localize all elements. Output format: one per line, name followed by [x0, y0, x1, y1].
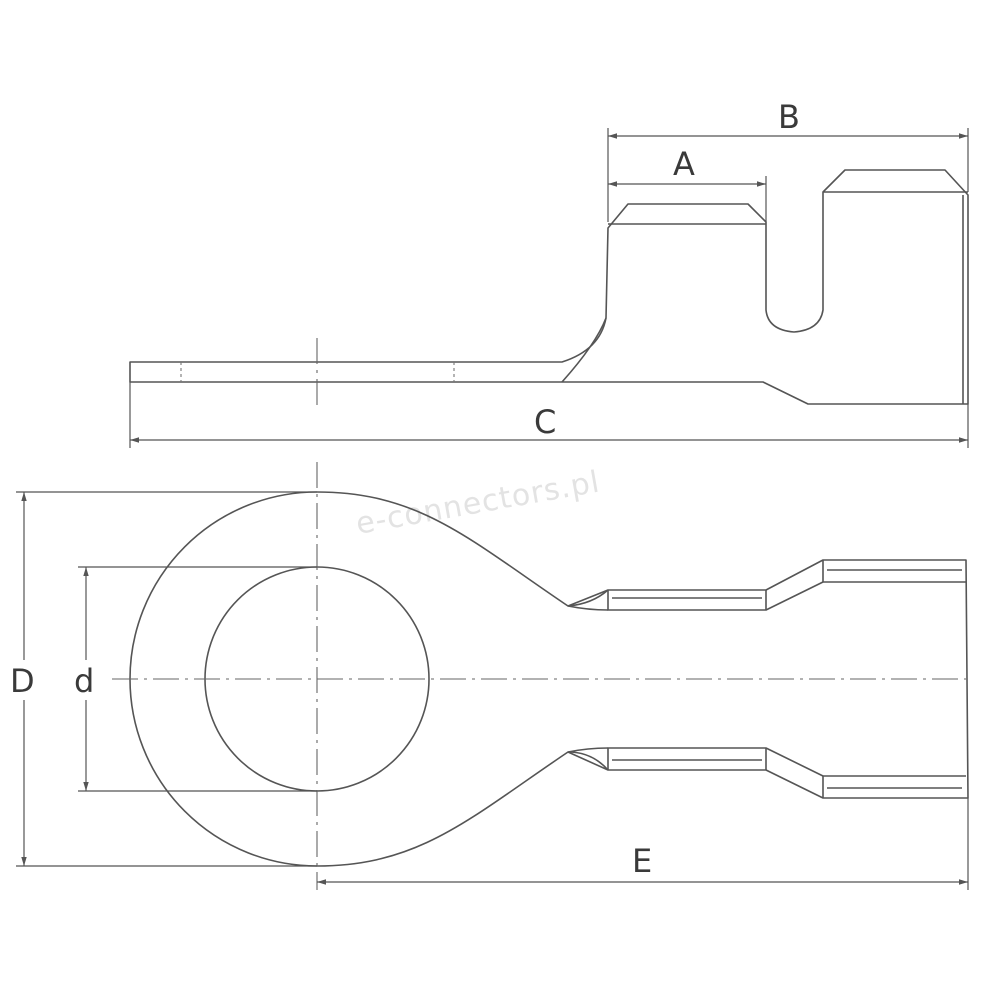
taper-bottom — [765, 747, 824, 777]
side-tongue-outline — [129, 169, 969, 405]
transition-curve — [561, 317, 607, 383]
dim-e-label: E — [632, 842, 652, 880]
top-view: D d E — [10, 462, 969, 890]
neck-bottom-curve — [567, 747, 609, 771]
crimp-groove-top-right — [822, 560, 966, 583]
dim-a-label: A — [673, 145, 695, 183]
crimp-groove-top-left — [607, 590, 767, 611]
watermark-text: e-connectors.pl — [353, 465, 602, 542]
dim-b-label: B — [778, 98, 800, 136]
crimp-groove-bottom-left — [607, 747, 767, 770]
side-view: B A C — [129, 98, 969, 448]
taper-top — [765, 581, 824, 611]
dim-small-d-label: d — [74, 662, 94, 700]
neck-top-curve — [567, 589, 609, 611]
ring-terminal-outline — [129, 491, 969, 867]
crimp-groove-bottom-right — [822, 775, 966, 798]
dim-d-label: D — [10, 662, 35, 700]
dim-c-label: C — [534, 403, 556, 441]
